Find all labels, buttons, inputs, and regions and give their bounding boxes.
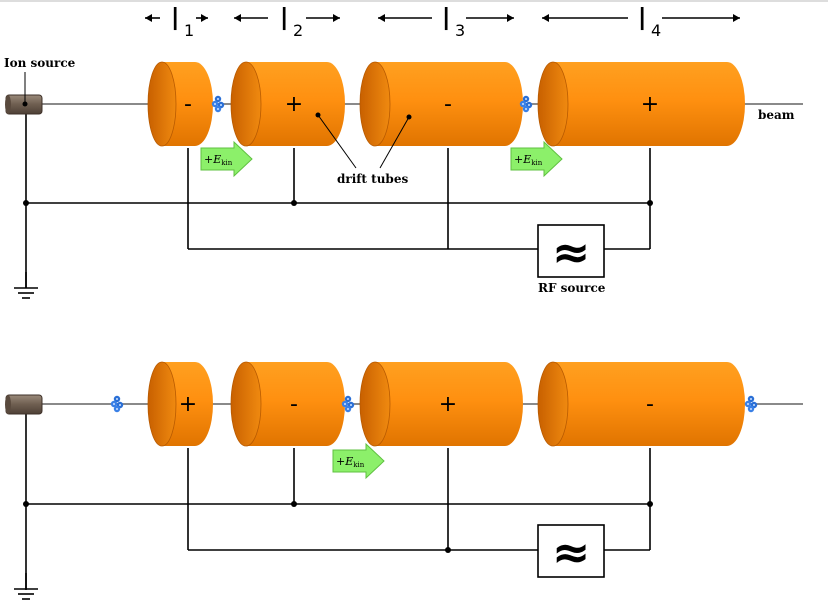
rf-source-icon: ≈	[537, 524, 605, 579]
rf-source-icon: ≈	[537, 224, 605, 279]
length-l2-label: l	[280, 3, 288, 38]
phase-1-circuit	[23, 104, 653, 288]
length-label-2: l 2	[234, 3, 340, 40]
phase-1-panel: Ion source - + - + beam	[4, 56, 803, 299]
tube-3-polarity: -	[444, 92, 452, 117]
tube-4-polarity: -	[646, 392, 654, 417]
tube-4-polarity: +	[641, 92, 659, 117]
length-l2-sub: 2	[293, 21, 303, 40]
drift-tube-1: +	[147, 361, 213, 447]
beam-label: beam	[758, 108, 795, 122]
svg-text:≈: ≈	[552, 525, 591, 579]
energy-gain-arrow-icon: +Ekin	[332, 442, 385, 480]
svg-text:+Ekin: +Ekin	[336, 455, 365, 469]
tube-2-polarity: +	[285, 92, 303, 117]
drift-tube-3: +	[359, 361, 523, 447]
phase-2-circuit	[23, 404, 653, 590]
svg-text:+Ekin: +Ekin	[514, 153, 543, 167]
length-labels: l 1 l 2 l 3 l 4	[145, 3, 740, 40]
length-l1-label: l	[171, 3, 179, 38]
drift-tube-3: -	[359, 61, 523, 147]
svg-text:+Ekin: +Ekin	[204, 153, 233, 167]
drift-tube-4: -	[537, 361, 745, 447]
drift-tubes-label: drift tubes	[337, 172, 408, 186]
ground-icon	[13, 271, 39, 299]
tube-1-polarity: +	[179, 392, 197, 417]
ion-source-icon	[5, 394, 43, 415]
energy-gain-arrow-icon: +Ekin	[200, 140, 253, 178]
energy-gain-arrow-icon: +Ekin	[510, 140, 563, 178]
drift-tube-4: +	[537, 61, 745, 147]
tube-2-polarity: -	[290, 392, 298, 417]
svg-text:≈: ≈	[552, 225, 591, 279]
drift-tube-2: -	[230, 361, 345, 447]
ion-bunch-icon	[211, 95, 225, 113]
drift-tube-2: +	[230, 61, 345, 147]
length-l3-label: l	[442, 3, 450, 38]
length-label-4: l 4	[542, 3, 740, 40]
ion-source-label: Ion source	[4, 56, 76, 70]
phase-2-panel: + - + - +Ekin ≈	[5, 361, 803, 600]
length-l4-label: l	[638, 3, 646, 38]
length-l4-sub: 4	[651, 21, 661, 40]
drift-tube-1: -	[147, 61, 213, 147]
tube-1-polarity: -	[184, 92, 192, 117]
rf-source-label: RF source	[538, 281, 606, 295]
length-label-1: l 1	[145, 3, 208, 40]
ion-bunch-icon	[110, 395, 124, 413]
ion-source-icon	[5, 94, 43, 115]
ground-icon	[13, 572, 39, 600]
tube-3-polarity: +	[439, 392, 457, 417]
ion-bunch-icon	[744, 395, 758, 413]
length-label-3: l 3	[378, 3, 514, 40]
length-l1-sub: 1	[184, 21, 194, 40]
length-l3-sub: 3	[455, 21, 465, 40]
